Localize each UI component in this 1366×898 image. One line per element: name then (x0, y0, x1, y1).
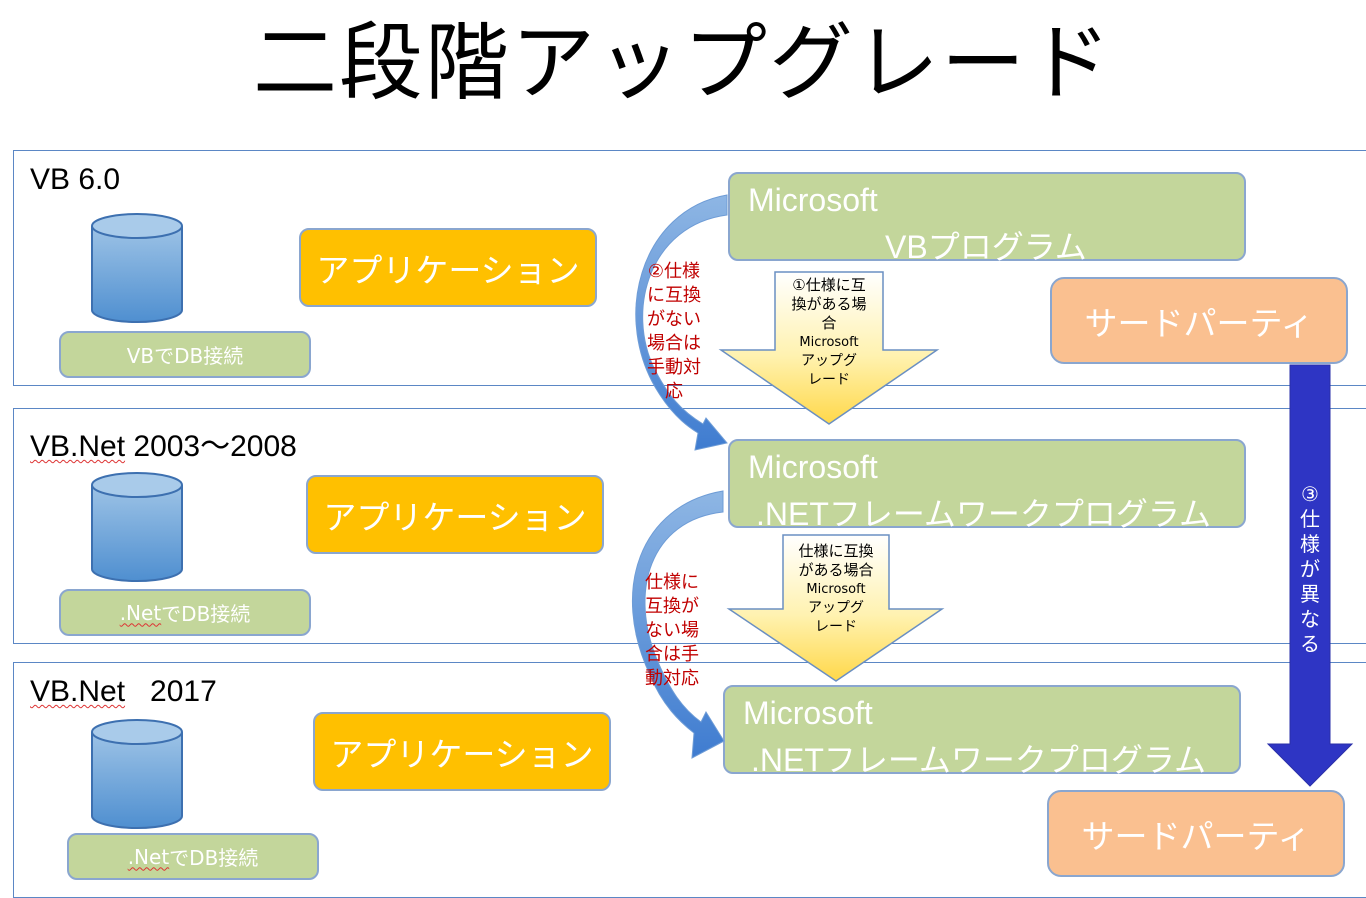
db-connection-label-prefix: .Net (119, 600, 162, 625)
ms-box-line1: Microsoft (748, 182, 878, 218)
ms-box-line1: Microsoft (748, 449, 878, 485)
manual-note-line: 合は手 (645, 644, 699, 665)
third-party-note-char: な (1300, 607, 1320, 631)
down-arrow-icon (718, 271, 940, 425)
auto-note-line: レード (808, 372, 850, 388)
down-arrow-icon (1266, 364, 1354, 787)
auto-note-line: 合 (821, 314, 837, 332)
manual-note-line: 動対応 (645, 668, 699, 689)
application-box-vbnet-2017: アプリケーション (313, 712, 611, 791)
ms-net-program-box-2003: Microsoft .NETフレームワークプログラム (728, 439, 1246, 532)
band-label-vb6-name: VB (30, 163, 71, 196)
page-title: 二段階アップグレード (252, 14, 1113, 112)
auto-note-line: 換がある場 (791, 295, 867, 313)
auto-note-line: アップグ (808, 600, 864, 616)
third-party-note-char: 様 (1300, 532, 1320, 556)
auto-note-line: がある場合 (798, 561, 874, 579)
third-party-note: ③ 仕 様 が 異 な る (1295, 482, 1325, 657)
auto-note-line: Microsoft (806, 582, 866, 597)
third-party-box-bottom: サードパーティ (1047, 790, 1345, 877)
ms-box-line1: Microsoft (743, 695, 873, 731)
db-connection-label: でDB接続 (161, 602, 251, 626)
curved-arrow-icon (631, 490, 725, 759)
auto-upgrade-note-2: 仕様に互換 がある場合 Microsoft アップグ レード (783, 542, 889, 637)
manual-note-line: ない場 (645, 620, 699, 641)
auto-note-line: アップグ (801, 353, 857, 369)
auto-upgrade-note-1: ①仕様に互 換がある場 合 Microsoft アップグ レード (775, 276, 883, 390)
manual-note-line: に互換 (647, 285, 701, 306)
band-label-vbnet-2017-name: VB.Net (30, 675, 126, 708)
manual-note-line: 場合は (647, 333, 701, 354)
auto-note-line: レード (815, 619, 857, 635)
db-connection-label: でDB接続 (169, 846, 259, 870)
manual-note-line: 仕様に (645, 572, 699, 593)
third-party-note-char: 異 (1300, 582, 1320, 606)
ms-vb-program-box: Microsoft VBプログラム (728, 172, 1246, 265)
db-connection-label: VBでDB接続 (126, 344, 244, 368)
application-box-vb6: アプリケーション (299, 228, 597, 307)
manual-note-line: がない (647, 309, 701, 330)
manual-note-2: 仕様に 互換が ない場 合は手 動対応 (637, 571, 707, 691)
manual-note-1: ②仕様 に互換 がない 場合は 手動対 応 (639, 260, 709, 404)
curved-arrow-icon (635, 194, 728, 451)
ms-box-line2: VBプログラム (885, 229, 1087, 265)
database-icon (91, 719, 183, 829)
database-icon (91, 213, 183, 323)
band-label-vbnet-2017: VB.Net 2017 (30, 675, 217, 709)
db-connection-box-vb6: VBでDB接続 (59, 331, 311, 378)
auto-note-line: Microsoft (799, 335, 859, 350)
band-label-vbnet-2017-version: 2017 (125, 675, 217, 708)
third-party-note-char: が (1300, 557, 1320, 581)
third-party-note-char: ③ (1301, 482, 1319, 506)
down-arrow-icon (726, 534, 945, 682)
auto-note-line: 仕様に互換 (798, 542, 874, 560)
manual-note-line: 互換が (645, 596, 699, 617)
band-label-vbnet-2003-name: VB.Net (30, 430, 126, 463)
auto-note-line: ①仕様に互 (792, 276, 866, 294)
ms-net-program-box-2017: Microsoft .NETフレームワークプログラム (723, 685, 1241, 778)
third-party-box-top: サードパーティ (1050, 277, 1348, 364)
manual-note-line: ②仕様 (647, 261, 701, 282)
application-box-vbnet-2003: アプリケーション (306, 475, 604, 554)
db-connection-label-prefix: .Net (127, 844, 170, 869)
band-label-vb6-version: 6.0 (70, 163, 121, 196)
database-icon (91, 472, 183, 582)
third-party-note-char: る (1300, 632, 1320, 656)
third-party-note-char: 仕 (1300, 507, 1320, 531)
band-label-vb6: VB 6.0 (30, 163, 120, 197)
band-label-vbnet-2003: VB.Net 2003〜2008 (30, 421, 297, 465)
ms-box-line2: .NETフレームワークプログラム (756, 496, 1211, 532)
manual-note-line: 応 (665, 381, 683, 402)
band-label-vbnet-2003-version: 2003〜2008 (125, 430, 297, 463)
manual-note-line: 手動対 (647, 357, 701, 378)
ms-box-line2: .NETフレームワークプログラム (751, 742, 1206, 778)
